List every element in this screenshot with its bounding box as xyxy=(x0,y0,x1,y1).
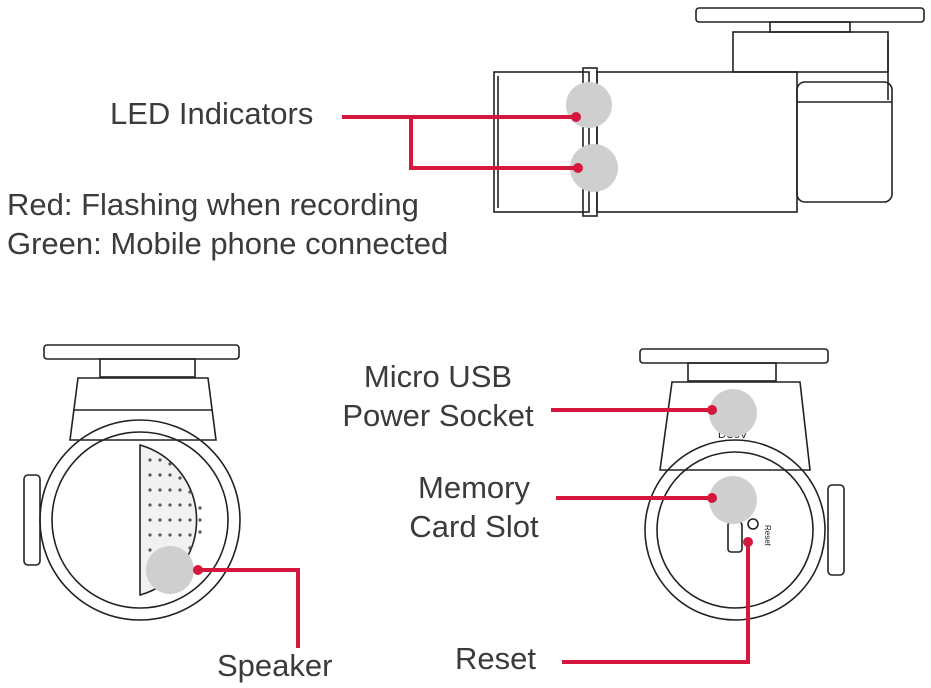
camera-rear-view xyxy=(639,348,845,621)
speaker-label: Speaker xyxy=(217,648,333,683)
micro-usb-label-line1: Micro USB xyxy=(363,359,513,394)
mount-tab xyxy=(769,21,851,33)
led-highlight-bottom xyxy=(570,144,618,192)
mount-block xyxy=(732,31,889,73)
lens-ring xyxy=(582,67,598,217)
front-inner-ring xyxy=(51,431,229,609)
led-callout xyxy=(342,115,580,170)
mount-plate xyxy=(695,7,925,23)
lens-barrel xyxy=(493,71,590,213)
front-side-knob xyxy=(23,474,41,566)
memory-card-label-line2: Card Slot xyxy=(409,509,539,544)
reset-print: Reset xyxy=(763,525,772,547)
micro-usb-label-line2: Power Socket xyxy=(342,398,534,433)
rear-side-knob xyxy=(827,484,845,576)
camera-rear xyxy=(796,81,893,203)
camera-front-view xyxy=(23,344,241,621)
led-callout-dot-2 xyxy=(573,163,583,173)
camera-side-view xyxy=(493,7,925,217)
front-mount-plate xyxy=(43,344,240,360)
led-red-description: Red: Flashing when recording xyxy=(7,187,419,222)
reset-callout-line xyxy=(562,542,750,664)
speaker-callout-dot xyxy=(193,565,203,575)
led-highlight-top xyxy=(566,82,612,128)
card-slot-shape xyxy=(727,521,743,553)
front-mount-tab xyxy=(99,358,196,378)
card-slot-highlight xyxy=(709,476,757,524)
usb-callout-dot xyxy=(707,405,717,415)
led-indicators-label: LED Indicators xyxy=(110,96,314,131)
memory-card-label-line1: Memory xyxy=(418,470,530,505)
memory-callout-dot xyxy=(707,493,717,503)
front-neck xyxy=(69,377,217,441)
usb-highlight xyxy=(709,389,757,437)
led-callout-dot-1 xyxy=(571,112,581,122)
reset-callout-dot xyxy=(743,537,753,547)
speaker-highlight xyxy=(146,546,194,594)
rear-outer-ring xyxy=(644,439,826,621)
speaker-callout-line xyxy=(198,568,300,648)
reset-label: Reset xyxy=(455,641,536,676)
camera-body xyxy=(596,71,798,213)
rear-mount-tab xyxy=(687,362,777,382)
rear-neck xyxy=(659,381,811,471)
rear-inner-ring xyxy=(656,451,814,609)
led-green-description: Green: Mobile phone connected xyxy=(7,226,449,261)
rear-mount-plate xyxy=(639,348,829,364)
reset-hole xyxy=(747,518,759,530)
